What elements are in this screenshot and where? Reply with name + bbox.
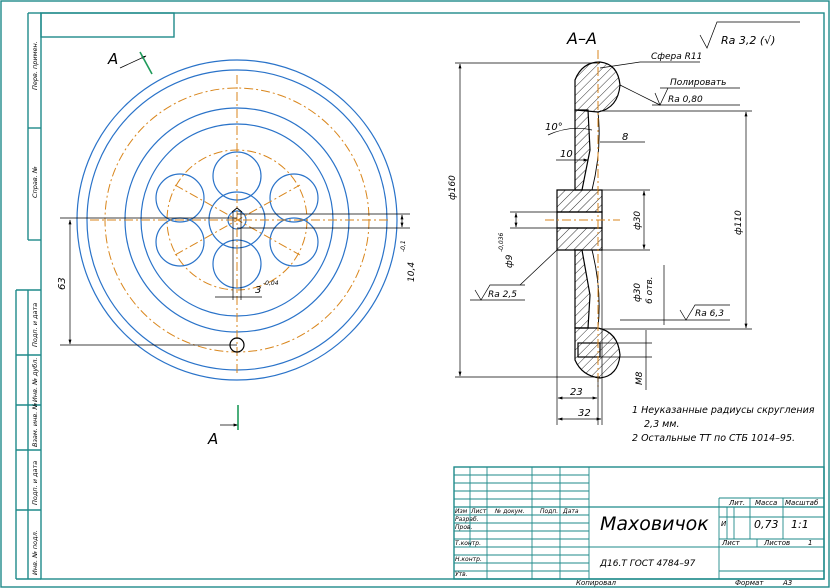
footer-format-value: A3 xyxy=(782,579,792,587)
tb-role-tkontr: Т.контр. xyxy=(455,540,481,547)
dim-d9: ф9 xyxy=(505,254,515,268)
dim-3: 3 xyxy=(255,285,261,296)
technical-notes: 1 Неуказанные радиусы скругления 2,3 мм.… xyxy=(632,405,815,444)
tb-role-utv: Утв. xyxy=(455,571,468,578)
tb-scale-value: 1:1 xyxy=(791,518,809,531)
side-stamps: Перв. примен. Справ. № Подп. и дата Инв.… xyxy=(31,41,39,575)
note-hub-ra: Ra 2,5 xyxy=(488,290,517,300)
section-title: А–А xyxy=(566,29,597,48)
tb-mass-value: 0,73 xyxy=(754,518,779,531)
tb-ndokum: № докум. xyxy=(494,508,525,515)
dim-10: 10 xyxy=(560,149,573,160)
tb-sheets-value: 1 xyxy=(808,539,812,547)
tb-role-razrab: Разраб. xyxy=(455,516,479,523)
roughness-general: Ra 3,2 (√) xyxy=(721,34,775,47)
note-line-1b: 2,3 мм. xyxy=(644,419,679,430)
tb-list: Лист xyxy=(470,508,487,515)
dim-63: 63 xyxy=(57,277,68,290)
footer-copied: Копировал xyxy=(576,579,617,587)
tb-material: Д16.Т ГОСТ 4784–97 xyxy=(599,559,696,569)
tb-lit-value: И xyxy=(721,520,727,528)
note-sphere: Сфера R11 xyxy=(651,52,702,62)
note-line-1: 1 Неуказанные радиусы скругления xyxy=(632,405,815,416)
stamp-podp-data-2: Подп. и дата xyxy=(31,461,39,505)
footer-format: Формат xyxy=(735,579,764,587)
dim-d110: ф110 xyxy=(734,210,744,235)
tb-col-scale: Масштаб xyxy=(785,499,819,507)
note-line-2: 2 Остальные ТТ по СТБ 1014–95. xyxy=(632,433,795,444)
tb-col-lit: Лит. xyxy=(728,499,745,507)
tb-col-mass: Масса xyxy=(755,499,777,507)
dim-holes: 6 отв. xyxy=(645,276,655,304)
title-block: Изм Лист № докум. Подп. Дата Разраб. Про… xyxy=(453,466,825,580)
stamp-inv-podl: Инв. № подл. xyxy=(31,530,39,575)
dim-32: 32 xyxy=(578,408,591,419)
dim-d9-tol: -0,036 xyxy=(498,232,505,252)
label-a-bottom: А xyxy=(207,430,218,448)
footer: Копировал Формат A3 xyxy=(576,579,792,587)
front-view: 63 10,4 -0,1 3 -0,04 xyxy=(57,59,417,381)
dim-8: 8 xyxy=(622,132,628,143)
stamp-perv-primen: Перв. примен. xyxy=(31,41,39,90)
tb-sheet: Лист xyxy=(721,539,741,547)
dim-23: 23 xyxy=(570,387,583,398)
dim-10-4-tol: -0,1 xyxy=(400,240,407,252)
tb-izm: Изм xyxy=(455,508,468,515)
note-polish-ra: Ra 0,80 xyxy=(668,95,703,105)
stamp-podp-data-1: Подп. и дата xyxy=(31,303,39,347)
label-a-top: А xyxy=(107,50,118,68)
tb-part-name: Маховичок xyxy=(600,513,709,535)
view-arrow-top: А xyxy=(107,50,153,75)
note-spoke-ra: Ra 6,3 xyxy=(695,309,724,319)
view-arrow-bottom: А xyxy=(207,405,239,448)
dim-angle: 10° xyxy=(545,122,563,133)
tb-sheets: Листов xyxy=(763,539,790,547)
stamp-vzam-inv: Взам. инв. № xyxy=(31,403,39,447)
dim-10-4: 10,4 xyxy=(407,262,417,282)
stamp-sprav: Справ. № xyxy=(31,166,39,198)
general-roughness: Ra 3,2 (√) xyxy=(699,21,800,49)
dim-3-tol: -0,04 xyxy=(263,280,279,287)
dim-d30-top: ф30 xyxy=(633,211,643,230)
dim-d160: ф160 xyxy=(448,175,458,200)
tb-data: Дата xyxy=(562,508,579,515)
tb-role-prov: Пров. xyxy=(455,524,473,531)
dim-d30-bottom: ф30 xyxy=(633,283,643,302)
tb-role-nkontr: Н.контр. xyxy=(455,556,482,563)
note-polish: Полировать xyxy=(670,78,726,88)
dim-m8: M8 xyxy=(635,371,645,385)
tb-podp: Подп. xyxy=(540,508,558,515)
section-view: А–А ф160 ф110 ф30 ф xyxy=(448,29,752,425)
stamp-inv-dubl: Инв. № дубл. xyxy=(31,358,39,402)
